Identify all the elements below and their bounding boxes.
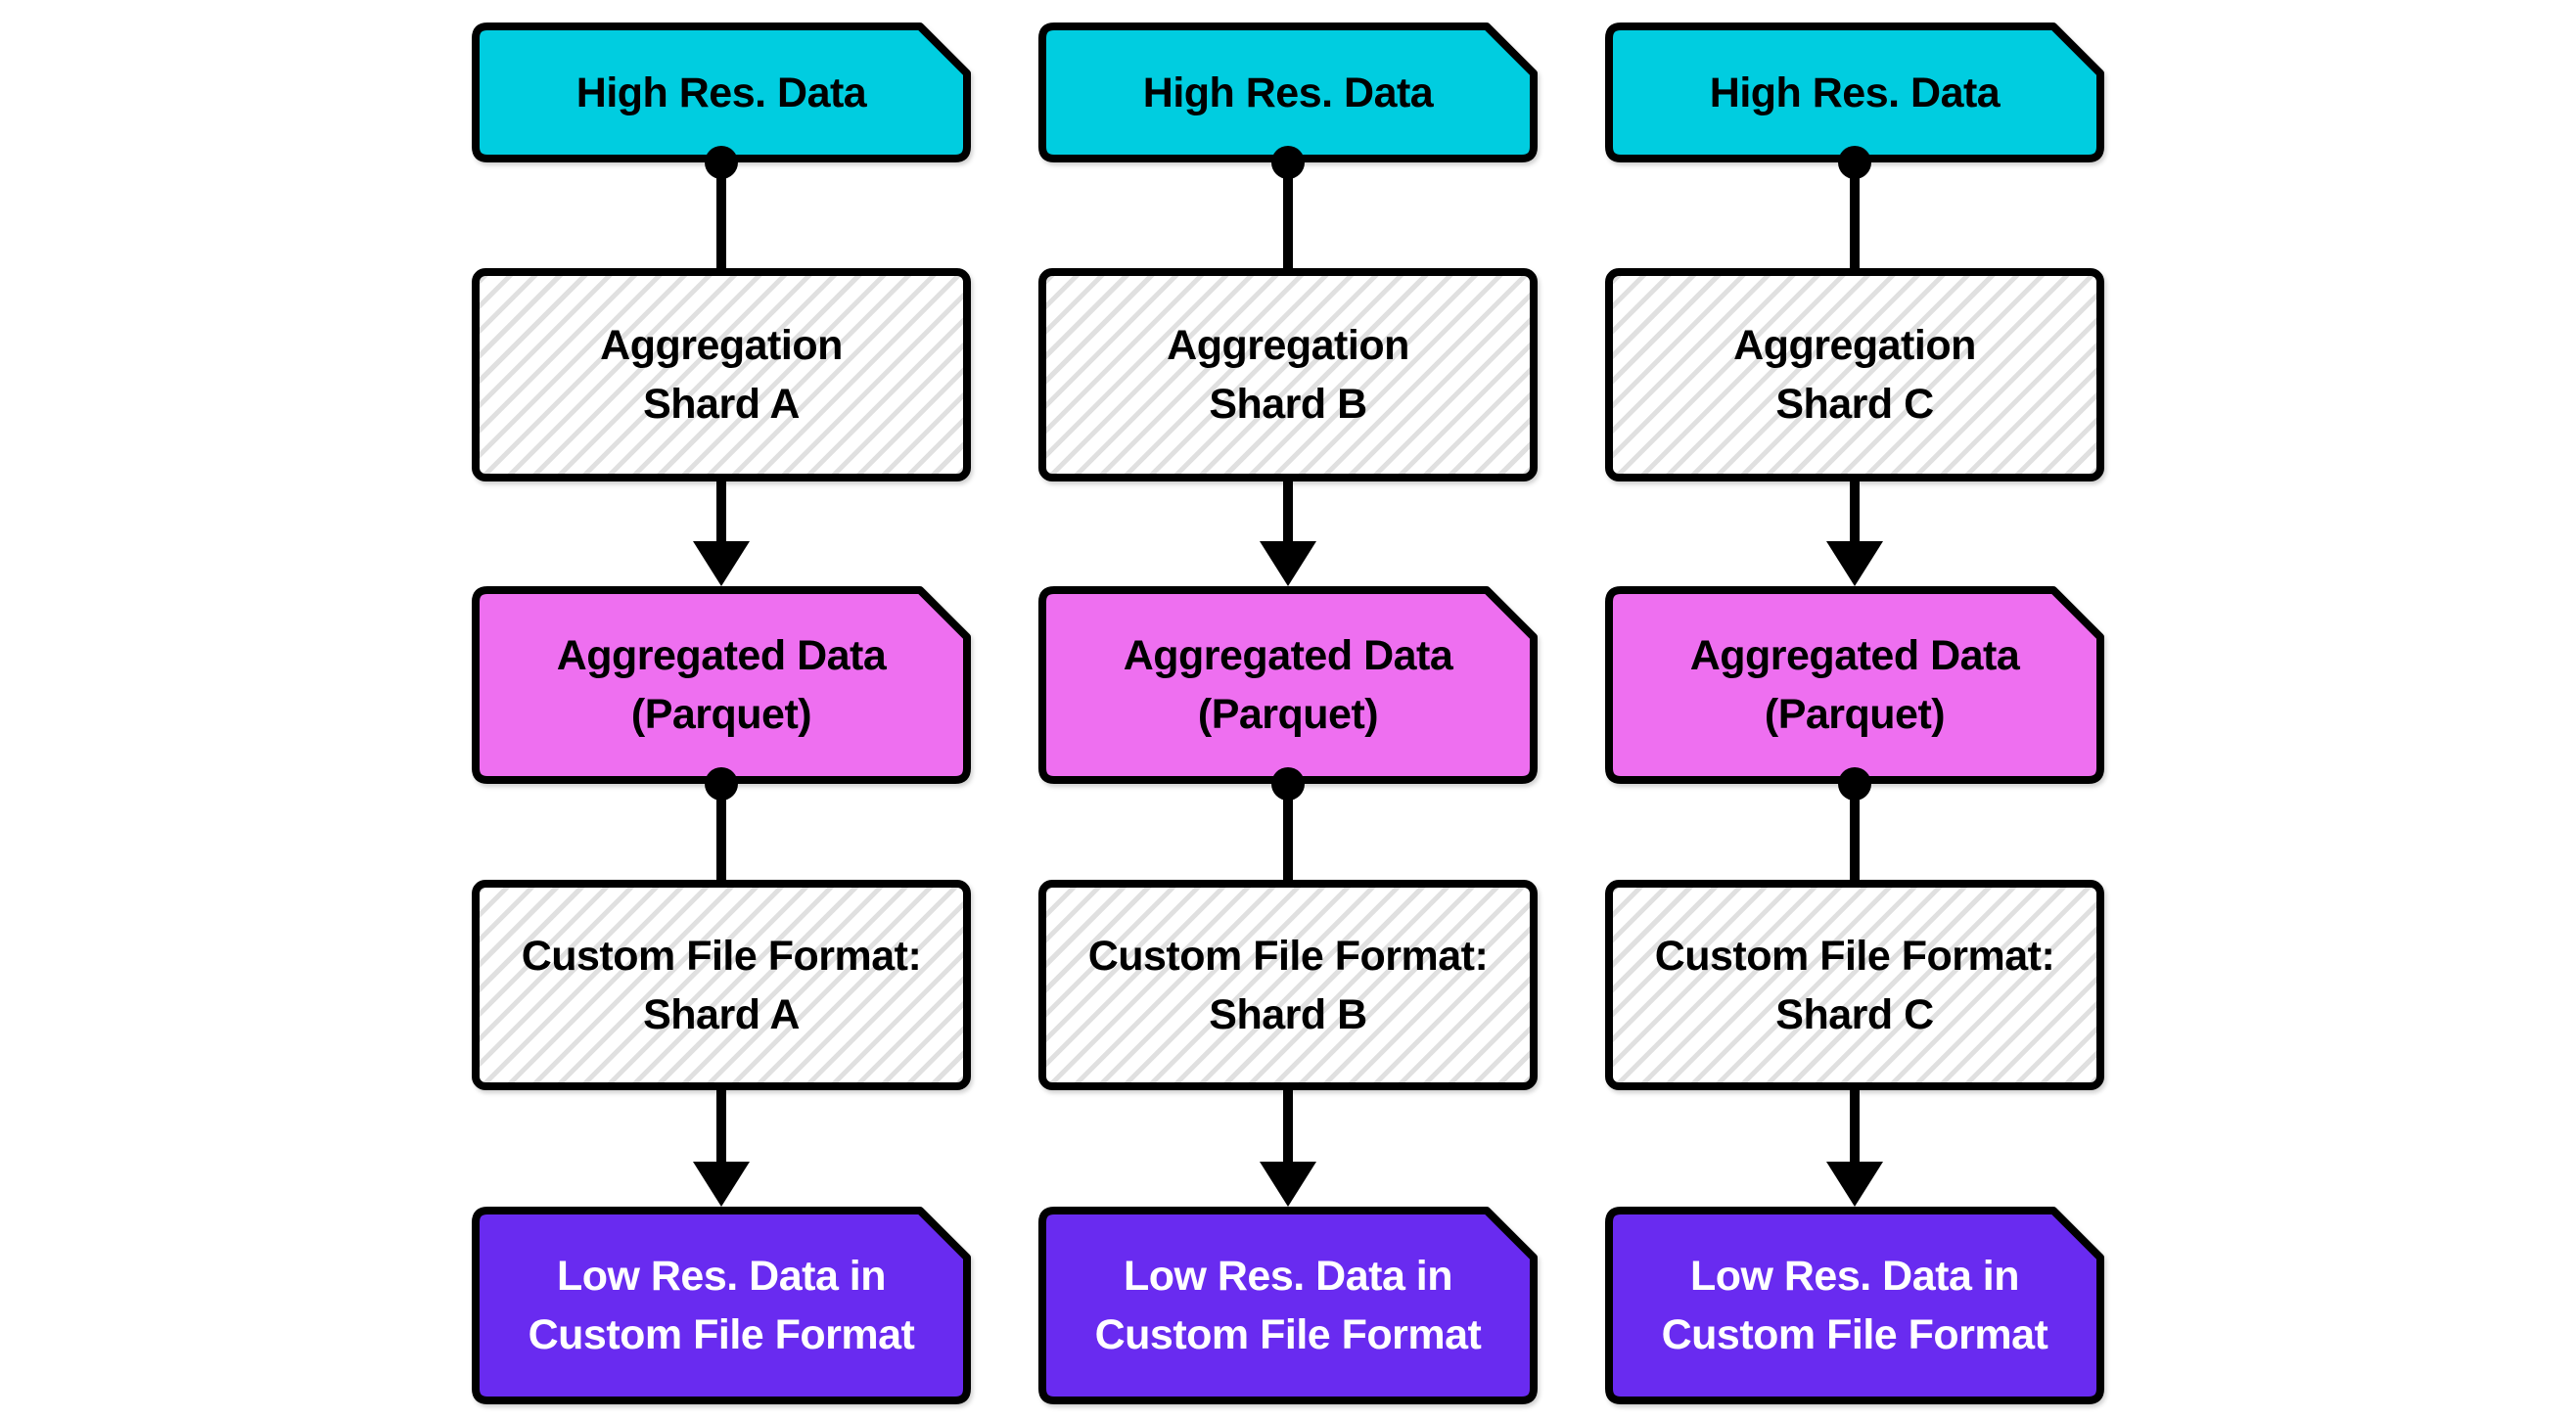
node-custom-file-format: Custom File Format: Shard B [1038, 880, 1538, 1090]
document-shape-icon [472, 23, 971, 162]
connector-line [1850, 784, 1860, 880]
document-shape-icon [1605, 1207, 2104, 1404]
node-custom-file-format: Custom File Format: Shard C [1605, 880, 2104, 1090]
arrowhead-icon [1260, 1162, 1316, 1207]
arrowhead-icon [1826, 541, 1883, 586]
node-aggregation: Aggregation Shard B [1038, 268, 1538, 481]
node-label: High Res. Data [1142, 69, 1434, 116]
node-low-res-data: Low Res. Data in Custom File Format [1038, 1207, 1538, 1404]
node-label: Aggregated Data (Parquet) [556, 632, 887, 738]
document-shape-icon [1605, 586, 2104, 784]
pipeline-column-shard-c: High Res. Data Aggregation Shard C Aggre… [1605, 0, 2104, 1420]
arrowhead-icon [693, 541, 750, 586]
connector-line [1283, 481, 1293, 543]
document-shape-icon [472, 1207, 971, 1404]
connector-line [1850, 162, 1860, 268]
node-high-res-data: High Res. Data [472, 23, 971, 162]
document-shape-icon [1038, 23, 1538, 162]
node-high-res-data: High Res. Data [1605, 23, 2104, 162]
pipeline-column-shard-a: High Res. Data Aggregation Shard A Aggre… [472, 0, 971, 1420]
node-label: Low Res. Data in Custom File Format [528, 1253, 915, 1358]
connector-line [1283, 784, 1293, 880]
connector-line [1283, 162, 1293, 268]
node-label: Aggregation Shard B [1167, 322, 1409, 428]
connector-line [1283, 1090, 1293, 1164]
node-aggregated-data: Aggregated Data (Parquet) [472, 586, 971, 784]
document-shape-icon [1605, 23, 2104, 162]
node-aggregation: Aggregation Shard A [472, 268, 971, 481]
node-label: Custom File Format: Shard C [1654, 932, 2055, 1038]
arrowhead-icon [1260, 541, 1316, 586]
node-label: Custom File Format: Shard A [521, 932, 922, 1038]
node-label: Aggregated Data (Parquet) [1123, 632, 1453, 738]
connector-line [716, 1090, 726, 1164]
node-aggregation: Aggregation Shard C [1605, 268, 2104, 481]
node-aggregated-data: Aggregated Data (Parquet) [1038, 586, 1538, 784]
pipeline-column-shard-b: High Res. Data Aggregation Shard B Aggre… [1038, 0, 1538, 1420]
node-low-res-data: Low Res. Data in Custom File Format [1605, 1207, 2104, 1404]
document-shape-icon [472, 586, 971, 784]
arrowhead-icon [1826, 1162, 1883, 1207]
node-custom-file-format: Custom File Format: Shard A [472, 880, 971, 1090]
node-label: High Res. Data [575, 69, 867, 116]
node-label: Low Res. Data in Custom File Format [1661, 1253, 2048, 1358]
connector-line [716, 784, 726, 880]
document-shape-icon [1038, 1207, 1538, 1404]
connector-line [1850, 481, 1860, 543]
node-low-res-data: Low Res. Data in Custom File Format [472, 1207, 971, 1404]
node-label: High Res. Data [1709, 69, 2001, 116]
node-aggregated-data: Aggregated Data (Parquet) [1605, 586, 2104, 784]
connector-line [716, 162, 726, 268]
node-label: Custom File Format: Shard B [1087, 932, 1489, 1038]
connector-line [1850, 1090, 1860, 1164]
arrowhead-icon [693, 1162, 750, 1207]
node-label: Low Res. Data in Custom File Format [1094, 1253, 1482, 1358]
connector-line [716, 481, 726, 543]
node-high-res-data: High Res. Data [1038, 23, 1538, 162]
document-shape-icon [1038, 586, 1538, 784]
node-label: Aggregation Shard C [1733, 322, 1976, 428]
node-label: Aggregation Shard A [600, 322, 843, 428]
node-label: Aggregated Data (Parquet) [1689, 632, 2020, 738]
